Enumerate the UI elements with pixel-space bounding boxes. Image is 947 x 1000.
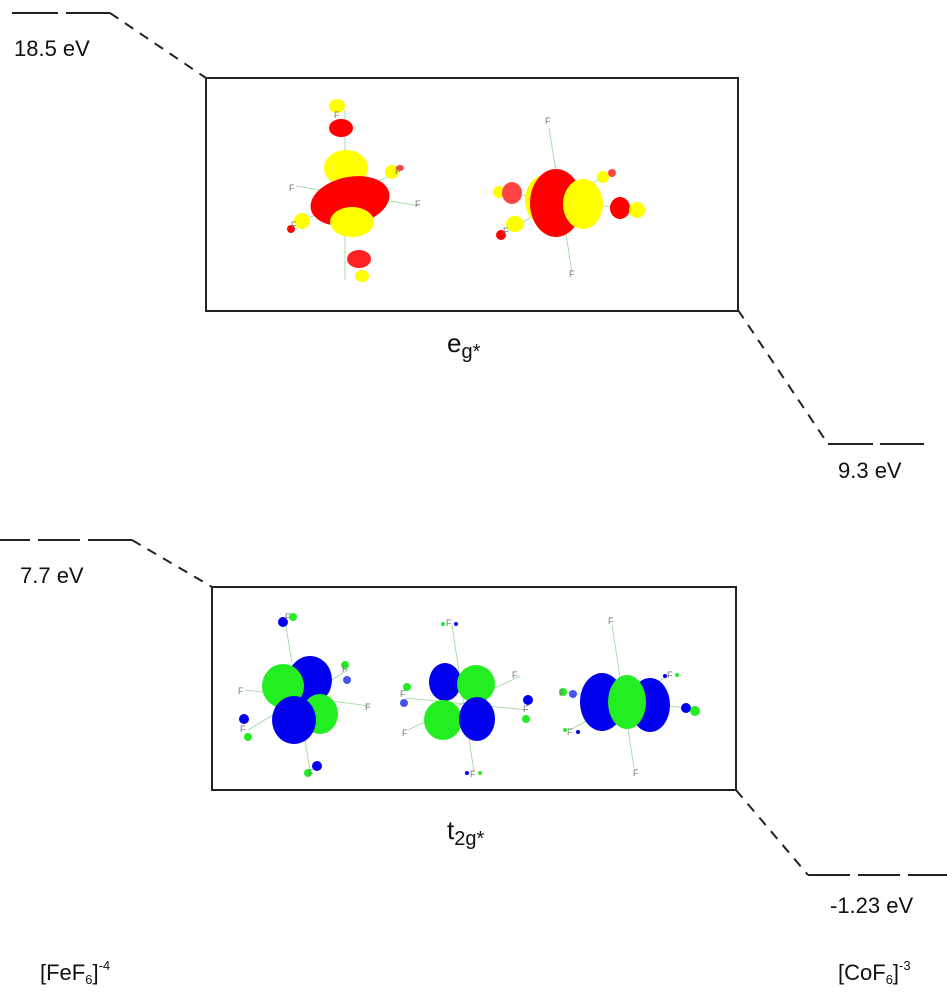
atom-label: F <box>559 688 565 698</box>
t2g-subscript: 2g* <box>454 828 485 850</box>
atom-label: F <box>667 670 673 680</box>
co-complex-formula: [CoF6]-3 <box>838 958 911 987</box>
atom-label: F <box>289 183 295 193</box>
fe-formula-close: ] <box>92 960 99 985</box>
atom-label: F <box>400 689 406 699</box>
atom-label: F <box>633 768 639 778</box>
eg-base: e <box>447 328 462 358</box>
atom-label: F <box>470 769 476 779</box>
eg-subscript: g* <box>461 341 481 363</box>
atom-label: F <box>285 612 291 622</box>
atom-label: F <box>446 618 452 628</box>
atom-label: F <box>395 166 401 176</box>
atom-label: F <box>238 686 244 696</box>
fe-complex-formula: [FeF6]-4 <box>40 958 110 987</box>
t2g-orbital-2 <box>400 622 533 775</box>
atom-label: F <box>523 704 529 714</box>
connector-fe-eg <box>109 12 207 79</box>
fe-formula-open: [FeF <box>40 960 86 985</box>
connector-co-t2g <box>735 789 809 876</box>
co-formula-charge: -3 <box>899 958 911 973</box>
t2g-orbital-3 <box>559 624 701 769</box>
co-formula-open: [CoF <box>838 960 886 985</box>
atom-label: F <box>608 616 614 626</box>
connector-fe-t2g <box>131 539 213 588</box>
atom-label: F <box>415 199 421 209</box>
connector-co-eg <box>737 309 829 445</box>
atom-label: F <box>567 727 573 737</box>
eg-symmetry-label: eg* <box>447 328 480 364</box>
fe-formula-charge: -4 <box>98 958 111 973</box>
t2g-symmetry-label: t2g* <box>447 815 484 851</box>
t2g-orbital-1 <box>239 613 371 777</box>
atom-label: F <box>569 269 575 279</box>
co-formula-close: ] <box>892 960 900 985</box>
atom-label: F <box>402 728 408 738</box>
atom-label: F <box>545 116 551 126</box>
co-formula-subscript: 6 <box>885 972 893 987</box>
atom-label: F <box>365 702 371 712</box>
atom-label: F <box>512 670 518 680</box>
eg-orbital-box <box>205 77 739 312</box>
fe-formula-subscript: 6 <box>85 972 93 987</box>
eg-orbital-dz2 <box>287 99 421 282</box>
co-t2g-energy-label: -1.23 eV <box>830 893 914 918</box>
atom-label: F <box>240 724 246 734</box>
fe-t2g-energy-label: 7.7 eV <box>20 563 84 588</box>
co-eg-energy-label: 9.3 eV <box>838 458 902 483</box>
atom-label: F <box>291 220 297 230</box>
t2g-base: t <box>447 815 455 845</box>
atom-label: F <box>342 664 348 674</box>
atom-label: F <box>503 226 509 236</box>
eg-orbital-dx2y2 <box>493 127 645 273</box>
fe-eg-energy-label: 18.5 eV <box>14 36 90 61</box>
atom-label: F <box>308 768 314 778</box>
atom-label: F <box>334 110 340 120</box>
